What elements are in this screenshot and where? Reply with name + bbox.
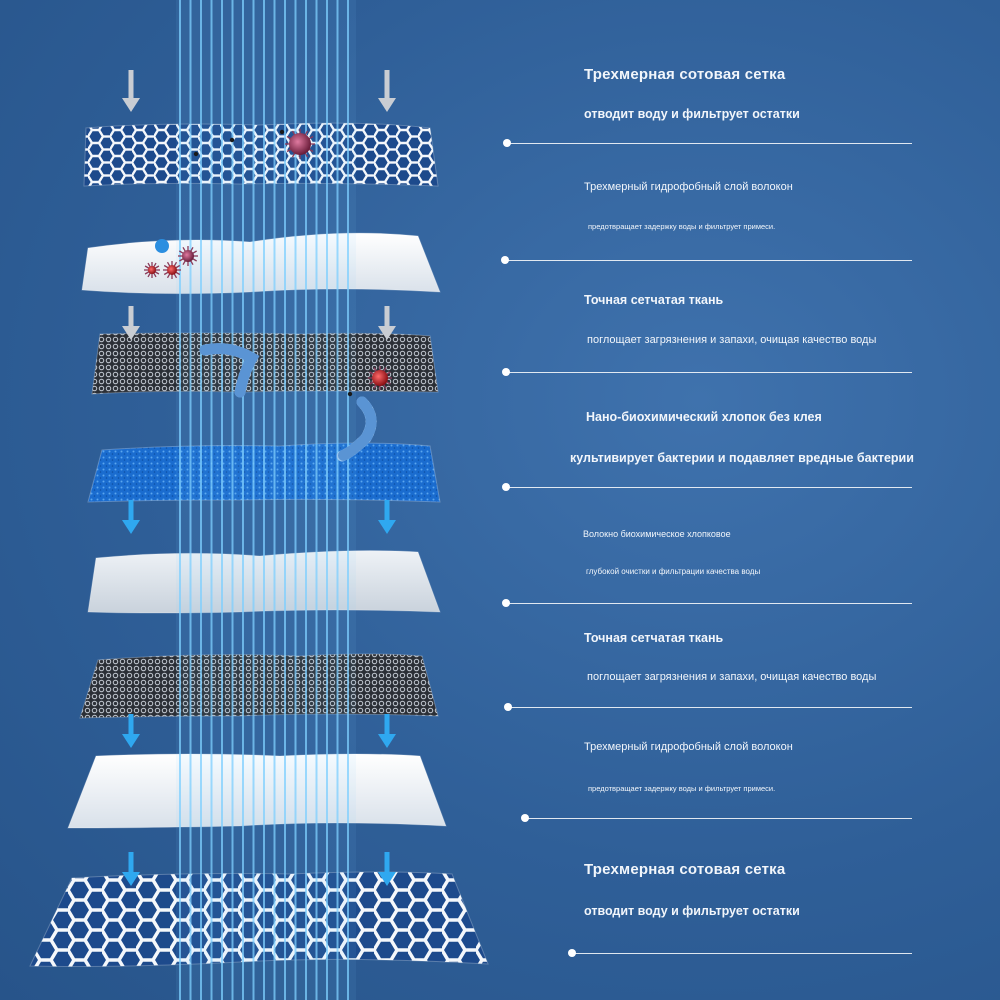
contaminant-particle-icon (368, 366, 392, 390)
flow-arrow-icon (378, 714, 396, 748)
item-6-subtitle: поглощает загрязнения и запахи, очищая к… (587, 671, 877, 683)
bacteria-stripes (199, 343, 260, 398)
divider-dot-6 (504, 703, 512, 711)
item-4-subtitle: культивирует бактерии и подавляет вредны… (570, 451, 914, 465)
divider-dot-7 (521, 814, 529, 822)
flow-arrow-icon (378, 306, 396, 340)
divider-dot-4 (502, 483, 510, 491)
honeycomb-mesh-bottom-layer (29, 871, 489, 967)
flow-arrow-icon (122, 500, 140, 534)
flow-arrow-icon (122, 70, 140, 112)
dirt-particle-icon (193, 151, 199, 157)
flow-arrow-icon (378, 500, 396, 534)
divider-8 (572, 953, 912, 954)
divider-7 (525, 818, 912, 819)
item-3-subtitle: поглощает загрязнения и запахи, очищая к… (587, 334, 877, 346)
item-7-subtitle: предотвращает задержку воды и фильтрует … (588, 784, 776, 793)
dirt-particle-icon (279, 129, 285, 135)
contaminant-particle-icon (163, 261, 181, 279)
divider-1 (507, 143, 912, 144)
item-1-title: Трехмерная сотовая сетка (584, 66, 786, 83)
flow-arrow-icon (122, 852, 140, 886)
bacteria-icon (155, 239, 169, 253)
light-beam-glow (176, 0, 356, 1000)
dirt-particle-icon (347, 391, 353, 397)
divider-dot-1 (503, 139, 511, 147)
divider-2 (505, 260, 912, 261)
divider-dot-8 (568, 949, 576, 957)
bacteria-stripes (336, 396, 377, 462)
item-5-subtitle: глубокой очистки и фильтрации качества в… (586, 567, 761, 576)
item-2-subtitle: предотвращает задержку воды и фильтрует … (588, 222, 776, 231)
flow-arrow-icon (122, 306, 140, 340)
contaminant-particle-icon (285, 129, 315, 159)
divider-5 (506, 603, 912, 604)
divider-6 (508, 707, 912, 708)
divider-3 (506, 372, 912, 373)
item-4-title: Нано-биохимический хлопок без клея (586, 410, 822, 424)
divider-dot-5 (502, 599, 510, 607)
item-7-title: Трехмерный гидрофобный слой волокон (584, 741, 793, 753)
item-2-title: Трехмерный гидрофобный слой волокон (584, 181, 793, 193)
item-8-subtitle: отводит воду и фильтрует остатки (584, 904, 800, 918)
contaminant-particle-icon (144, 262, 160, 278)
hydrophobic-fiber-2-layer (67, 753, 447, 829)
flow-arrow-icon (122, 714, 140, 748)
item-8-title: Трехмерная сотовая сетка (584, 861, 786, 878)
honeycomb-mesh-top-layer (83, 122, 439, 187)
divider-dot-3 (502, 368, 510, 376)
divider-4 (506, 487, 912, 488)
item-6-title: Точная сетчатая ткань (584, 631, 724, 645)
item-3-title: Точная сетчатая ткань (584, 293, 724, 307)
flow-arrow-icon (378, 852, 396, 886)
item-1-subtitle: отводит воду и фильтрует остатки (584, 107, 800, 121)
contaminant-particle-icon (178, 246, 198, 266)
dirt-particle-icon (229, 137, 235, 143)
flow-arrow-icon (378, 70, 396, 112)
item-5-title: Волокно биохимическое хлопковое (583, 529, 731, 539)
divider-dot-2 (501, 256, 509, 264)
